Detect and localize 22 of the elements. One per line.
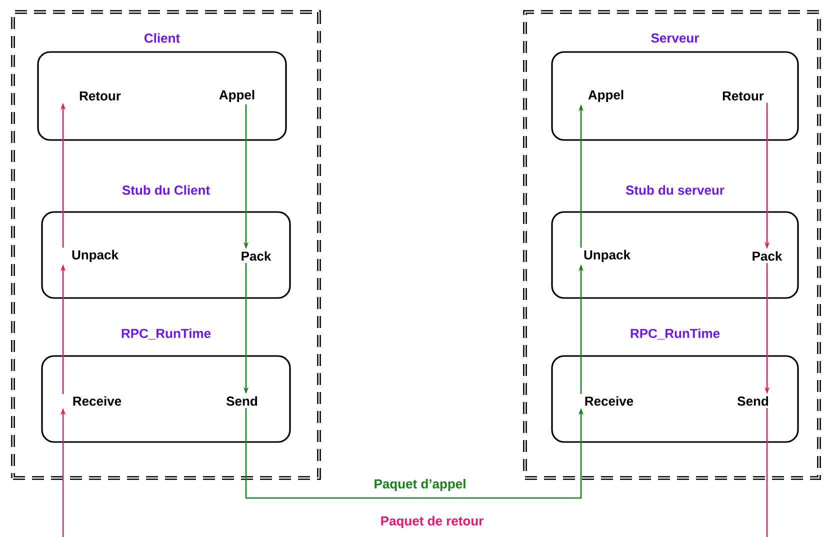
dashed-frame xyxy=(523,10,821,480)
word-label: Appel xyxy=(219,90,254,102)
node-label: Stub du serveur xyxy=(626,185,724,195)
word-label: Unpack xyxy=(584,250,630,262)
word-label: Pack xyxy=(242,251,272,261)
word-label: Appel xyxy=(588,90,624,102)
word-label: Receive xyxy=(585,396,634,406)
word-label: Receive xyxy=(73,396,122,406)
word-label: Send xyxy=(737,396,768,406)
dashed-frame xyxy=(11,10,321,480)
word-label: Retour xyxy=(80,91,121,101)
node-label: Serveur xyxy=(651,33,700,43)
node-label: RPC_RunTime xyxy=(122,328,211,340)
word-label: Retour xyxy=(722,91,764,101)
word-label: Pack xyxy=(752,251,782,261)
node-label: Stub du Client xyxy=(122,185,210,195)
node-label: RPC_RunTime xyxy=(630,328,720,340)
word-label: Unpack xyxy=(72,250,118,262)
node-label: Client xyxy=(144,33,180,43)
note-label: Paquet de retour xyxy=(381,516,484,528)
edge-label: Paquet d’appel xyxy=(374,478,466,492)
word-label: Send xyxy=(226,396,258,406)
